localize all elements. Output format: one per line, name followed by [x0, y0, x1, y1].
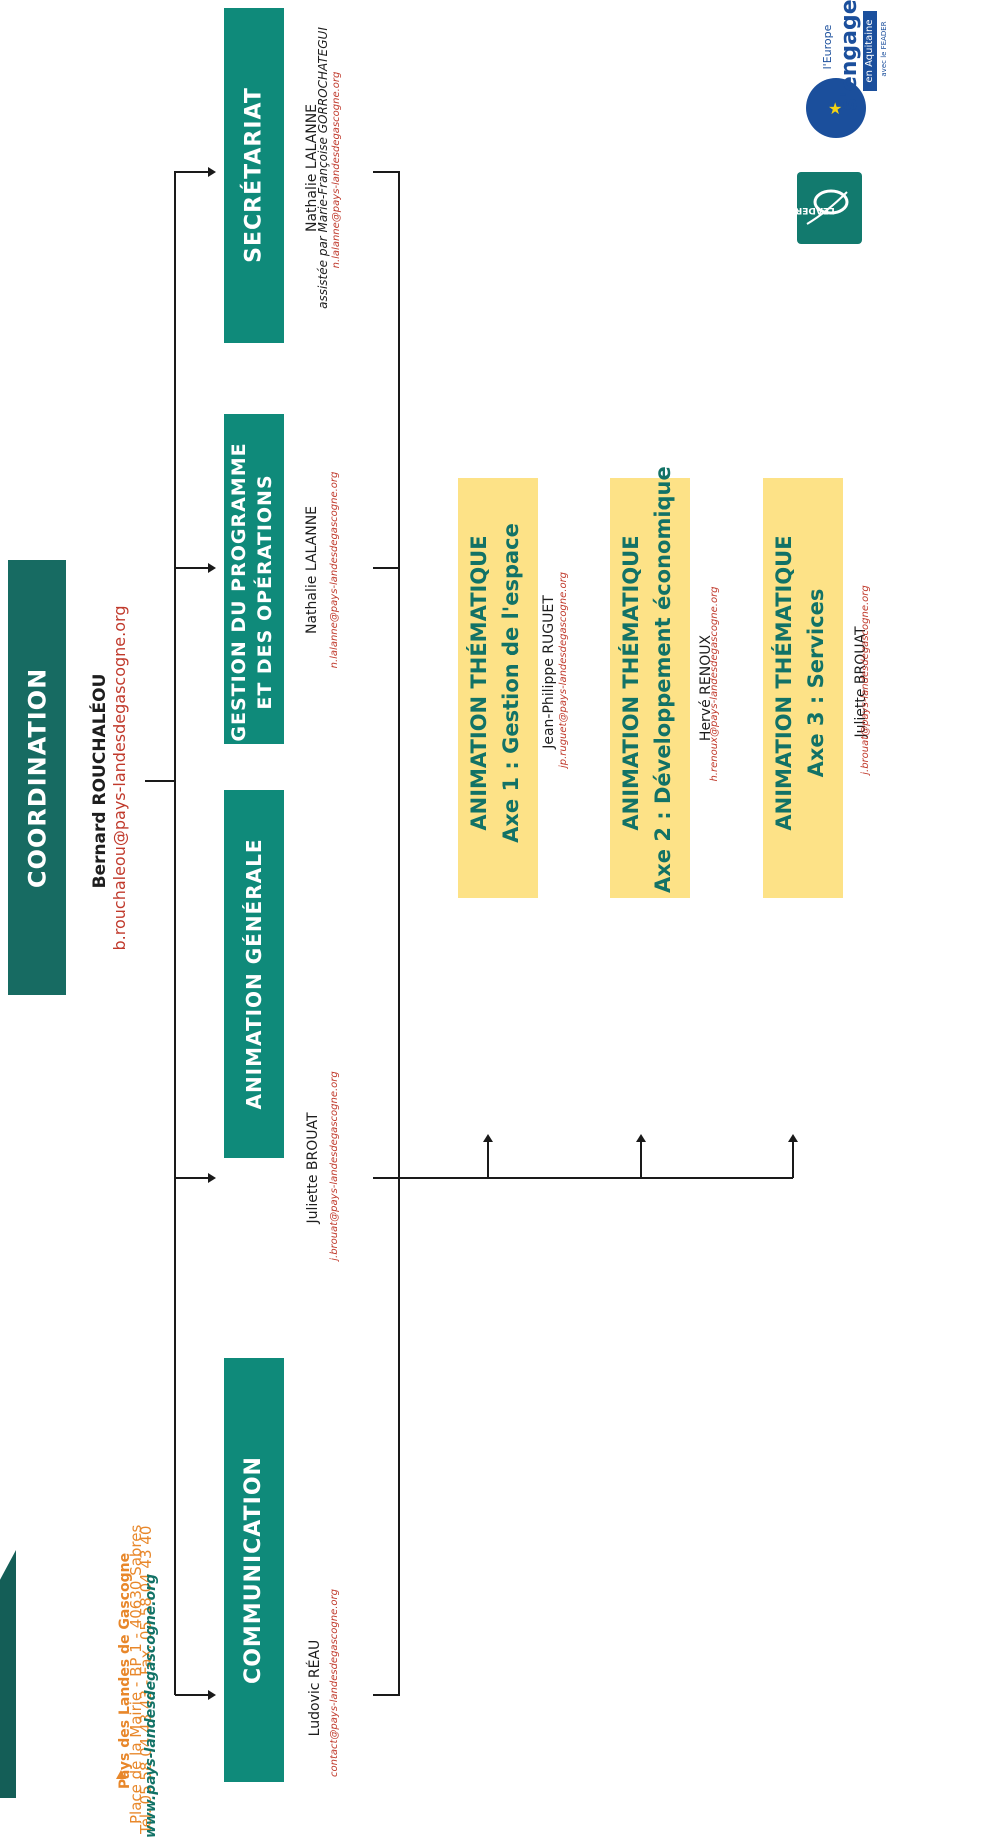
leader-leaf-icon	[806, 189, 849, 225]
coordination-email: b.rouchaleou@pays-landesdegascogne.org	[109, 558, 131, 998]
gestion-person: Nathalie LALANNE	[304, 505, 320, 635]
connector-right-spine	[398, 171, 400, 1695]
theme-3-email: j.brouat@pays-landesdegascogne.org	[858, 580, 874, 780]
footer-website: www.pays-landesdegascogne.org	[143, 1573, 159, 1838]
theme-2-box: ANIMATION THÉMATIQUE Axe 2 : Développeme…	[610, 466, 690, 898]
communication-title: COMMUNICATION	[241, 1456, 266, 1684]
coordination-title: COORDINATION	[23, 667, 52, 889]
coordination-person: Bernard ROUCHALÉOU	[89, 621, 111, 941]
theme-2-email-domain: @pays-landesdegascogne.org	[709, 586, 720, 738]
gestion-title-line1: GESTION DU PROGRAMME	[228, 442, 250, 742]
theme-1-email-domain: @pays-landesdegascogne.org	[558, 571, 569, 723]
communication-email-user: contact	[329, 1739, 340, 1777]
communication-email: contact@pays-landesdegascogne.org	[327, 1583, 343, 1783]
connector-stub-secretariat	[373, 171, 400, 173]
theme-2-line2: Axe 2 : Développement économique	[651, 466, 675, 893]
coordination-email-at: @	[110, 830, 129, 847]
gestion-email: n.lalanne@pays-landesdegascogne.org	[327, 470, 343, 670]
theme-3-line2: Axe 3 : Services	[804, 588, 828, 778]
theme-2-email-user: h.renoux	[709, 737, 720, 782]
theme-2-line1: ANIMATION THÉMATIQUE	[619, 535, 643, 831]
secretariat-email: n.lalanne@pays-landesdegascogne.org	[329, 70, 345, 270]
connector-main-spine	[174, 171, 176, 1695]
theme-2-title: ANIMATION THÉMATIQUE Axe 2 : Développeme…	[615, 466, 685, 893]
theme-1-box: ANIMATION THÉMATIQUE Axe 1 : Gestion de …	[458, 478, 538, 898]
gestion-box: GESTION DU PROGRAMME ET DES OPÉRATIONS	[224, 414, 284, 744]
animation-generale-email-domain: @pays-landesdegascogne.org	[329, 1071, 340, 1222]
animation-generale-person: Juliette BROUAT	[305, 1112, 321, 1224]
theme-1-line2: Axe 1 : Gestion de l'espace	[499, 523, 523, 843]
theme-3-email-user: j.brouat	[860, 735, 871, 775]
communication-person: Ludovic RÉAU	[307, 1639, 323, 1737]
europe-circle-icon: ★	[806, 78, 866, 138]
coordination-email-user: b.rouchaleou	[110, 846, 129, 951]
europe-line2: s'engage	[837, 0, 862, 111]
connector-stub-gestion	[373, 567, 400, 569]
animation-generale-email: j.brouat@pays-landesdegascogne.org	[327, 1066, 343, 1266]
arrows	[175, 167, 798, 1700]
theme-1-line1: ANIMATION THÉMATIQUE	[467, 535, 491, 831]
communication-box: COMMUNICATION	[224, 1358, 284, 1782]
theme-3-email-domain: @pays-landesdegascogne.org	[860, 585, 871, 736]
connector-theme-bus	[373, 1177, 793, 1179]
communication-email-domain: @pays-landesdegascogne.org	[329, 1589, 340, 1740]
secretariat-email-domain: @pays-landesdegascogne.org	[331, 71, 342, 223]
europe-line3: en Aquitaine	[863, 11, 877, 91]
theme-3-line1: ANIMATION THÉMATIQUE	[772, 535, 796, 831]
coordination-email-domain: pays-landesdegascogne.org	[110, 605, 129, 831]
gestion-email-domain: @pays-landesdegascogne.org	[329, 471, 340, 623]
theme-3-box: ANIMATION THÉMATIQUE Axe 3 : Services	[763, 478, 843, 898]
europe-logo: ★ l'Europe s'engage en Aquitaine avec le…	[800, 0, 888, 148]
leader-logo: LEADER	[797, 172, 862, 244]
theme-1-email-user: jp.ruguet	[558, 722, 569, 769]
theme-3-title: ANIMATION THÉMATIQUE Axe 3 : Services	[768, 473, 838, 893]
secretariat-email-user: n.lalanne	[331, 222, 342, 269]
connector-coordination-stem	[145, 780, 175, 782]
europe-line1: l'Europe	[821, 24, 834, 70]
coordination-person-first: Bernard	[90, 805, 110, 889]
animation-generale-box: ANIMATION GÉNÉRALE	[224, 790, 284, 1158]
secretariat-title: SECRÉTARIAT	[241, 87, 267, 263]
gestion-email-user: n.lalanne	[329, 622, 340, 669]
coordination-person-last: ROUCHALÉOU	[90, 673, 110, 806]
europe-line4: avec le FEADER	[880, 21, 888, 77]
animation-generale-email-user: j.brouat	[329, 1221, 340, 1261]
gestion-title-line2: ET DES OPÉRATIONS	[254, 474, 276, 710]
connector-stub-communication	[373, 1694, 400, 1696]
coordination-box: COORDINATION	[8, 560, 66, 995]
svg-text:★: ★	[828, 99, 842, 118]
leader-label: LEADER	[797, 205, 835, 215]
secretariat-box: SECRÉTARIAT	[224, 8, 284, 343]
footer-bullet	[116, 1770, 126, 1779]
gestion-title: GESTION DU PROGRAMME ET DES OPÉRATIONS	[226, 427, 282, 757]
theme-2-email: h.renoux@pays-landesdegascogne.org	[707, 584, 723, 784]
corner-accent	[0, 1550, 16, 1798]
animation-generale-title: ANIMATION GÉNÉRALE	[242, 838, 266, 1110]
theme-1-title: ANIMATION THÉMATIQUE Axe 1 : Gestion de …	[463, 473, 533, 893]
theme-1-email: jp.ruguet@pays-landesdegascogne.org	[556, 570, 572, 770]
